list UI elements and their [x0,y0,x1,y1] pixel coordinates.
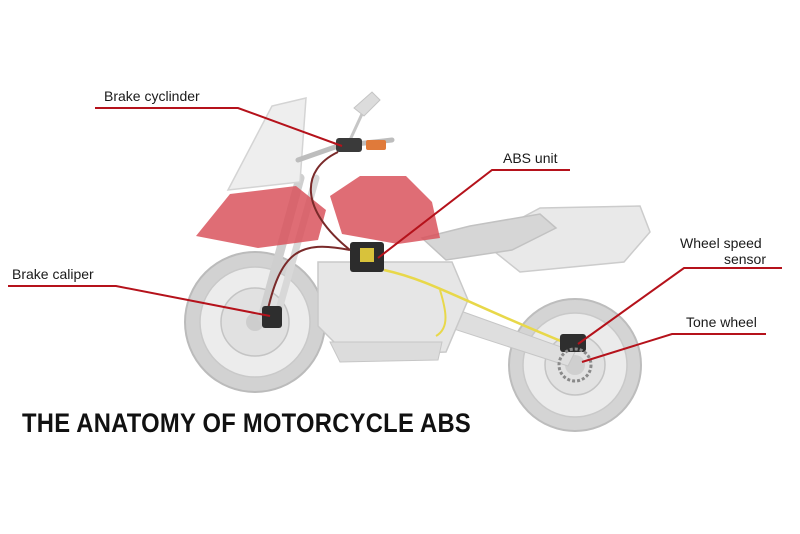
label-wheel-speed-sensor-line1: Wheel speed [680,235,762,251]
front-fairing [196,186,326,248]
rear-brake-line [383,268,569,346]
front-brake-line [265,151,351,319]
tone-wheel-part [557,347,593,383]
leader-wheel-speed-sensor [577,267,782,345]
brake-cylinder-part [336,138,362,152]
brake-caliper-part [262,306,282,328]
leader-lines [8,107,782,363]
leader-abs-unit [377,169,570,259]
label-wheel-speed-sensor-line2: sensor [723,251,766,267]
windscreen [226,97,307,191]
rear-wheel [508,298,642,432]
label-abs-unit: ABS unit [503,150,558,166]
front-wheel [184,251,326,393]
leader-brake-caliper [8,285,271,317]
seat [420,213,558,261]
label-tone-wheel: Tone wheel [686,314,757,330]
leader-tone-wheel [581,333,766,363]
fuel-tank [330,176,440,244]
label-brake-caliper: Brake caliper [12,266,94,282]
rear-caliper-part [560,334,586,352]
label-brake-cylinder: Brake cyclinder [104,88,200,104]
leader-brake-cylinder [95,107,343,147]
diagram-title: THE ANATOMY OF MOTORCYCLE ABS [22,408,471,438]
